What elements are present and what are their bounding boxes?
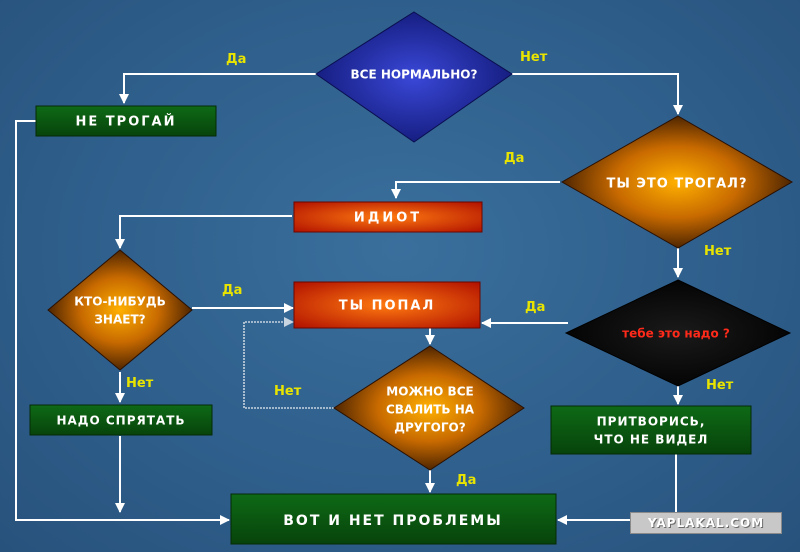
edge-touched-idiot bbox=[391, 181, 560, 199]
edge-pretend-noproblem bbox=[557, 454, 677, 525]
label-yes-needit: Да bbox=[525, 300, 545, 315]
node-blame-other-line2: СВАЛИТЬ НА bbox=[386, 403, 475, 417]
edge-allok-touched bbox=[512, 73, 683, 115]
label-no-anyone: Нет bbox=[126, 376, 154, 391]
edge-labels: Да Нет Да Нет Да Да Нет Нет Нет Да bbox=[126, 50, 734, 488]
label-yes-blame: Да bbox=[456, 473, 476, 488]
node-pretend-line1: ПРИТВОРИСЬ, bbox=[597, 415, 706, 429]
edge-idiot-anyone bbox=[115, 215, 292, 249]
node-do-you-need: тебе это надо ? bbox=[564, 279, 792, 387]
label-yes-touched: Да bbox=[504, 151, 524, 166]
label-no-touched: Нет bbox=[704, 244, 732, 259]
node-all-ok-text: ВСЕ НОРМАЛЬНО? bbox=[351, 68, 478, 82]
label-no-allok: Нет bbox=[520, 50, 548, 65]
node-you-screwed: ТЫ ПОПАЛ bbox=[293, 281, 481, 329]
label-yes-anyone: Да bbox=[222, 283, 242, 298]
node-blame-other: МОЖНО ВСЕ СВАЛИТЬ НА ДРУГОГО? bbox=[333, 345, 525, 471]
node-do-you-need-text: тебе это надо ? bbox=[622, 327, 730, 341]
edge-allok-donttouch bbox=[119, 73, 320, 104]
node-pretend-line2: ЧТО НЕ ВИДЕЛ bbox=[594, 433, 709, 447]
node-blame-other-line1: МОЖНО ВСЕ bbox=[386, 385, 473, 399]
edge-donttouch-noproblem bbox=[15, 120, 230, 525]
node-you-screwed-text: ТЫ ПОПАЛ bbox=[339, 299, 436, 314]
label-yes-allok: Да bbox=[226, 52, 246, 67]
label-no-blame: Нет bbox=[274, 384, 302, 399]
node-idiot: ИДИОТ bbox=[293, 201, 483, 233]
node-idiot-text: ИДИОТ bbox=[354, 211, 422, 226]
node-anyone-knows-line2: ЗНАЕТ? bbox=[94, 313, 145, 327]
node-touched-it-text: ТЫ ЭТО ТРОГАЛ? bbox=[607, 177, 748, 192]
edge-blame-screwed bbox=[243, 317, 334, 409]
node-hide-it: НАДО СПРЯТАТЬ bbox=[29, 404, 213, 436]
node-pretend: ПРИТВОРИСЬ, ЧТО НЕ ВИДЕЛ bbox=[550, 405, 752, 455]
label-no-needit: Нет bbox=[706, 378, 734, 393]
node-dont-touch: НЕ ТРОГАЙ bbox=[35, 105, 217, 137]
node-dont-touch-text: НЕ ТРОГАЙ bbox=[76, 114, 177, 130]
node-all-ok: ВСЕ НОРМАЛЬНО? bbox=[315, 11, 513, 143]
node-no-problem: ВОТ И НЕТ ПРОБЛЕМЫ bbox=[230, 493, 557, 545]
watermark: YAPLAKAL.COM bbox=[630, 512, 782, 534]
node-no-problem-text: ВОТ И НЕТ ПРОБЛЕМЫ bbox=[283, 513, 502, 529]
node-hide-it-text: НАДО СПРЯТАТЬ bbox=[56, 414, 185, 428]
node-touched-it: ТЫ ЭТО ТРОГАЛ? bbox=[560, 115, 793, 249]
node-anyone-knows-line1: КТО-НИБУДЬ bbox=[74, 295, 166, 309]
node-blame-other-line3: ДРУГОГО? bbox=[394, 421, 465, 435]
node-anyone-knows: КТО-НИБУДЬ ЗНАЕТ? bbox=[47, 249, 193, 371]
